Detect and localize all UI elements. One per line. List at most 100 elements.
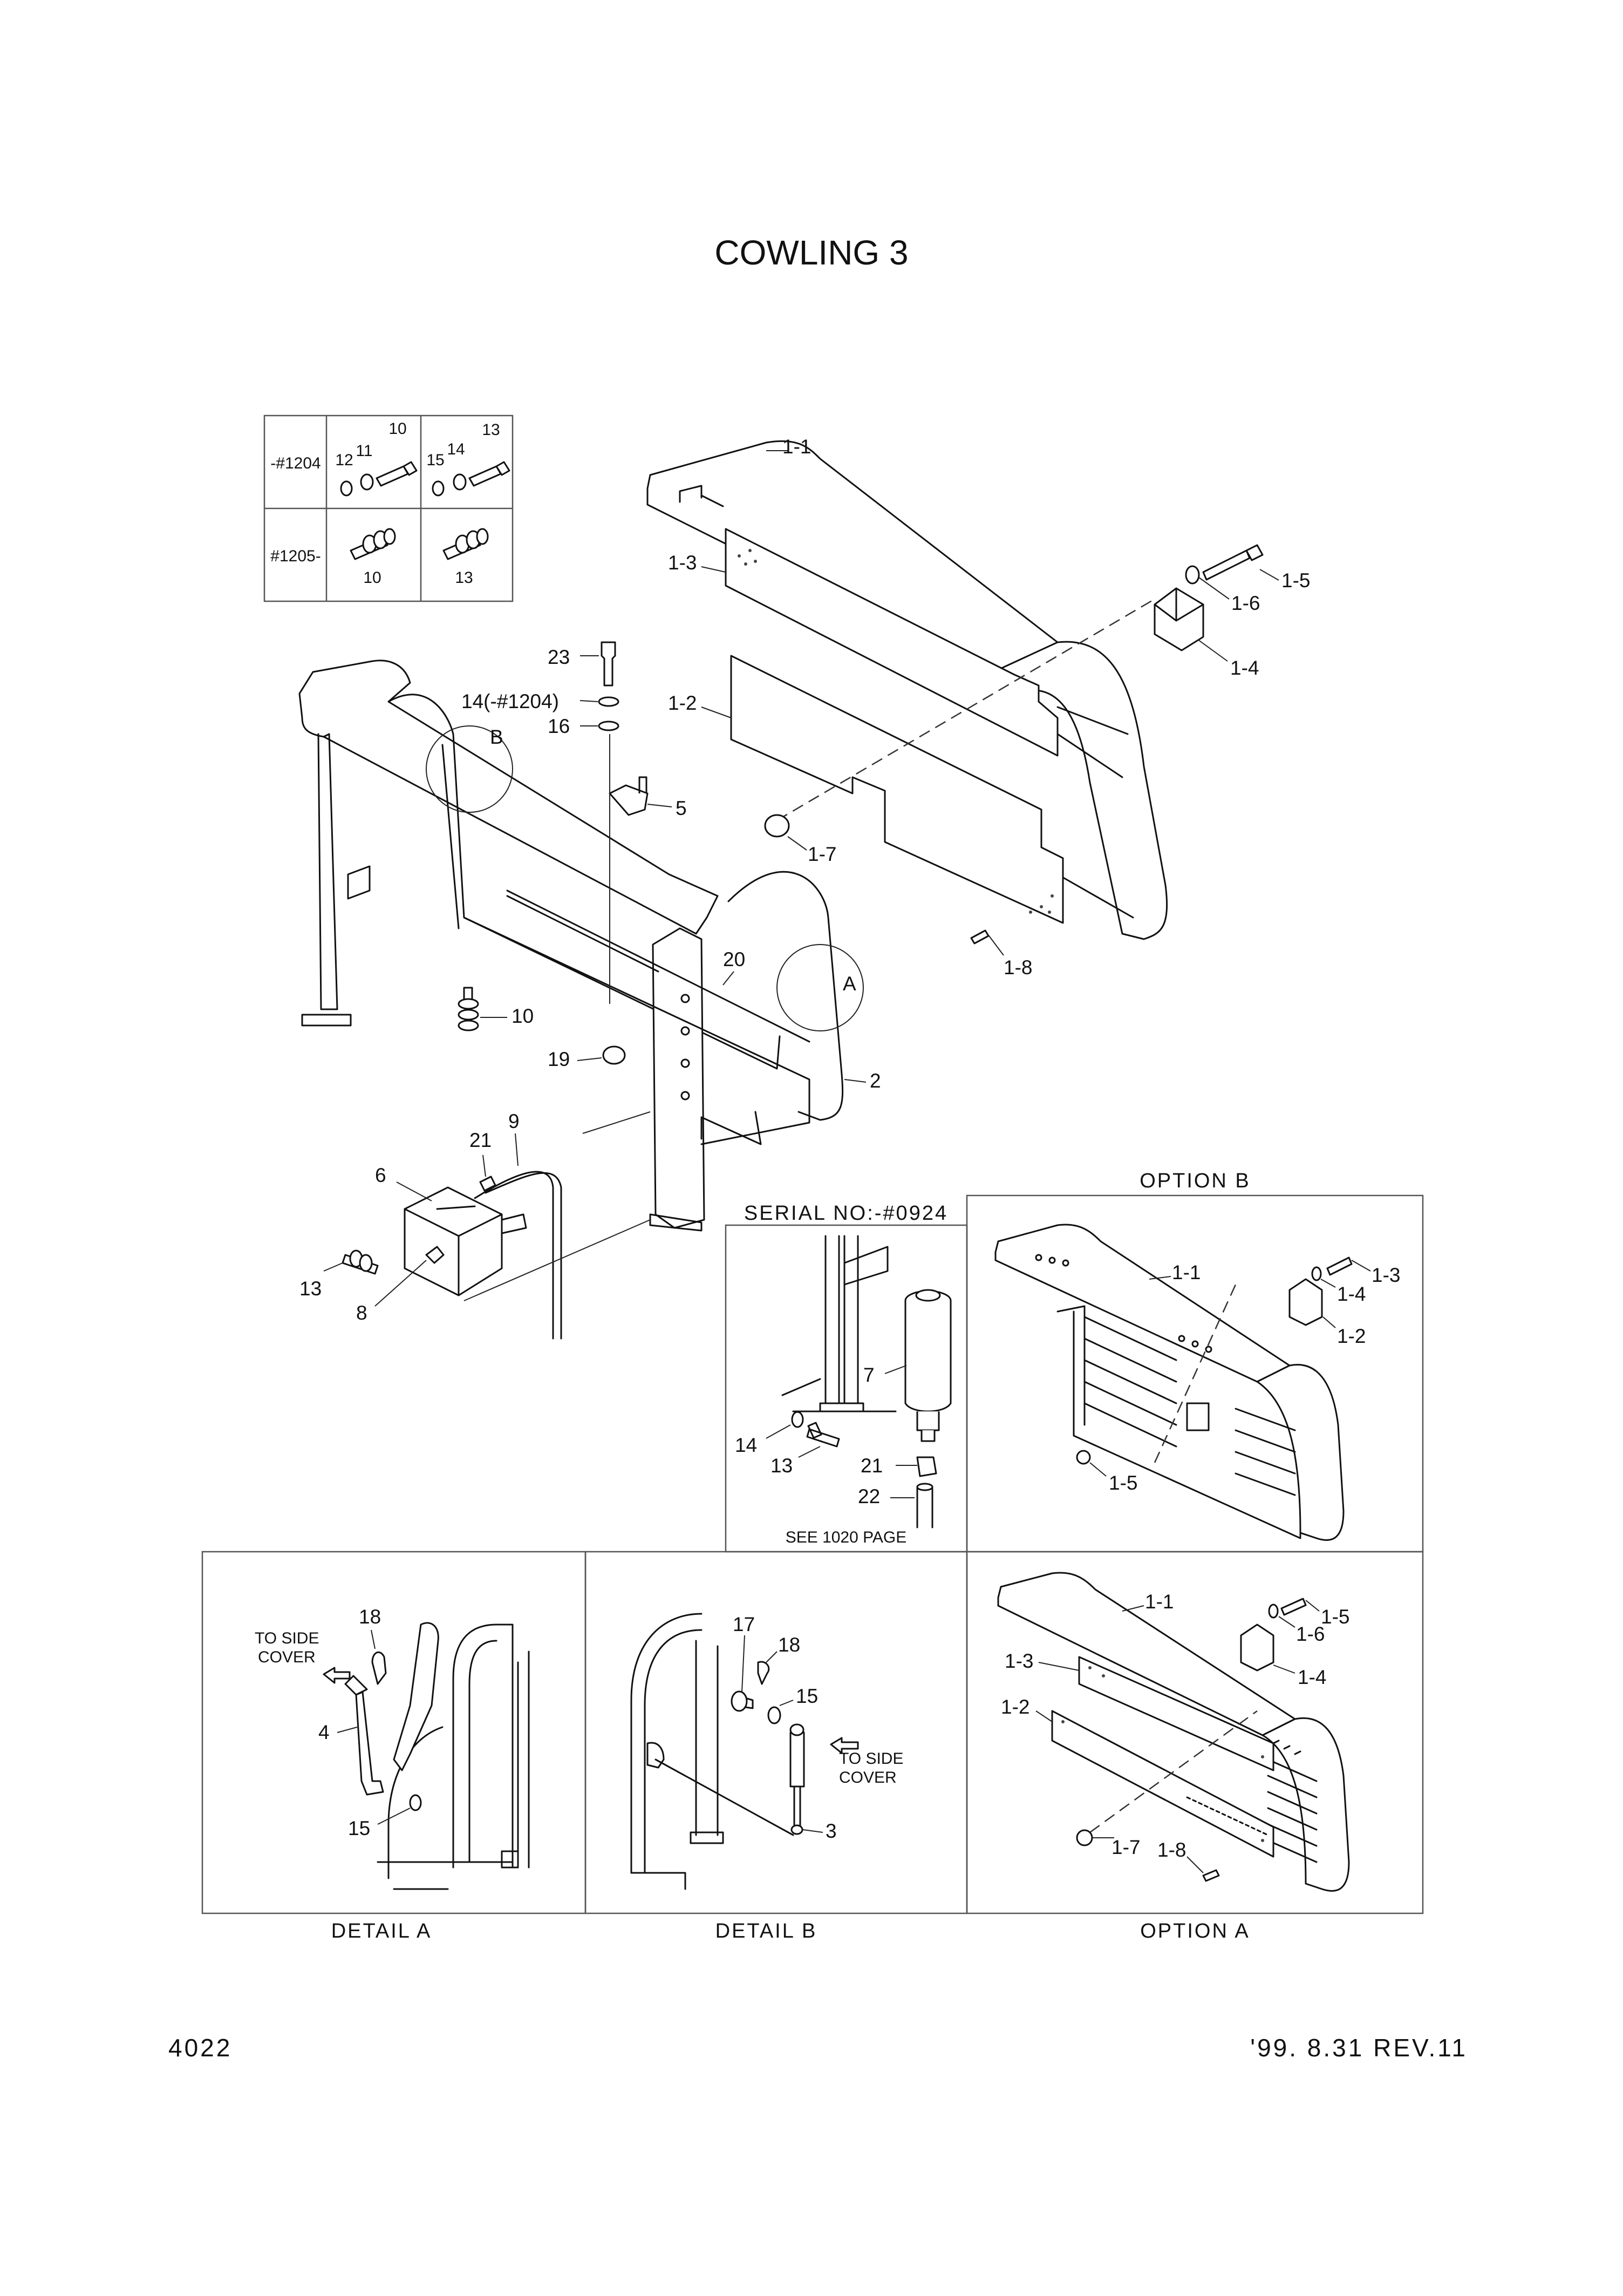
hose-icon xyxy=(916,1486,933,1529)
screw-part-1-8 xyxy=(970,929,990,945)
part-callout: 20 xyxy=(723,948,745,970)
part-callout: 18 xyxy=(778,1634,800,1656)
part-callout: 1-8 xyxy=(1004,956,1032,979)
part-callout: 15 xyxy=(426,451,444,469)
part-callout: 11 xyxy=(356,442,372,460)
part-callout: 15 xyxy=(348,1817,370,1839)
detail-b-panel xyxy=(584,1551,968,1914)
part-callout: 13 xyxy=(482,421,500,439)
option-a-drawing: 1-1 1-5 1-6 1-3 1-4 1-2 1-7 1-8 xyxy=(997,1572,1350,1892)
part-callout: 1-3 xyxy=(1372,1264,1400,1286)
detail-b-marker xyxy=(426,725,513,813)
part-callout: 1-3 xyxy=(1005,1650,1033,1672)
washer-icon xyxy=(1268,1604,1279,1619)
part-callout: 22 xyxy=(858,1485,880,1507)
page-title: COWLING 3 xyxy=(714,233,908,272)
part-callout: 18 xyxy=(359,1606,381,1628)
part-callout: 1-5 xyxy=(1109,1472,1137,1494)
part-callout: 1-2 xyxy=(668,692,697,714)
part-callout: 1-1 xyxy=(782,436,811,458)
part-callout: 19 xyxy=(548,1048,570,1070)
part-callout: 14(-#1204) xyxy=(461,690,559,712)
bolt-stack-part-10 xyxy=(458,987,479,1031)
part-callout: 9 xyxy=(508,1110,520,1132)
part-callout: 10 xyxy=(512,1005,534,1027)
detail-a-drawing: TO SIDE COVER 18 4 15 xyxy=(255,1606,530,1890)
part-callout: 10 xyxy=(388,420,406,438)
part-callout: 15 xyxy=(796,1685,818,1707)
washer-part-14 xyxy=(598,696,619,707)
washer-icon xyxy=(791,1411,804,1428)
bolt-icon xyxy=(806,1422,840,1448)
part-callout: 1-5 xyxy=(1281,569,1310,592)
hose-part-9 xyxy=(474,1171,562,1340)
part-callout: 21 xyxy=(469,1129,492,1151)
reference-note: SEE 1020 PAGE xyxy=(786,1529,907,1546)
part-callout: 1-7 xyxy=(1111,1836,1140,1858)
part-callout: 14 xyxy=(735,1434,757,1456)
bolt-icon xyxy=(1280,1598,1307,1616)
part-callout: 1-4 xyxy=(1230,657,1259,679)
part-callout: 12 xyxy=(335,451,353,469)
part-callout: 1-2 xyxy=(1337,1325,1366,1347)
screw-icon xyxy=(1202,1869,1220,1882)
nut-part-1-7 xyxy=(764,814,790,838)
nut-icon xyxy=(1076,1450,1091,1465)
part-callout: 1-5 xyxy=(1321,1606,1349,1628)
option-b-panel: OPTION B 1-1 1-3 1-4 1-2 1-5 xyxy=(966,1170,1424,1553)
top-cowling-part-1-1 xyxy=(646,440,1168,940)
clamp-icon xyxy=(916,1456,937,1477)
bolt-assembly-icon xyxy=(442,528,489,560)
part-callout: 1-6 xyxy=(1296,1623,1325,1645)
washer-icon xyxy=(360,473,374,491)
part-callout: 6 xyxy=(375,1164,386,1186)
page-number: 4022 xyxy=(168,2034,232,2062)
cowling-frame xyxy=(298,660,864,1232)
nut-icon xyxy=(1076,1829,1093,1846)
note-text: TO SIDE xyxy=(255,1629,319,1647)
part-callout: 1-1 xyxy=(1172,1261,1201,1283)
detail-marker-label: B xyxy=(490,726,503,748)
serial-inset-table: -#1204 #1205- 12 11 10 15 14 13 10 13 xyxy=(263,415,514,602)
part-callout: 1-2 xyxy=(1001,1696,1029,1718)
part-callout: 7 xyxy=(863,1364,875,1386)
gas-spring-part-3 xyxy=(789,1731,805,1828)
panel-title: SERIAL NO:-#0924 xyxy=(744,1202,948,1225)
part-callout: 3 xyxy=(826,1820,837,1842)
part-callout: 23 xyxy=(548,646,570,668)
detail-a-marker xyxy=(776,944,864,1031)
note-text: COVER xyxy=(258,1648,316,1666)
part-callout: 21 xyxy=(861,1455,883,1477)
bolt-assembly-icon xyxy=(350,528,396,560)
serial-no-panel: SERIAL NO:-#0924 7 14 13 21 22 SEE 1020 … xyxy=(725,1202,968,1553)
bracket-icon xyxy=(1288,1278,1323,1326)
washer-icon xyxy=(340,480,353,497)
washer-part-1-6 xyxy=(1185,565,1200,585)
washer-icon xyxy=(453,473,467,491)
bracket-part-1-4 xyxy=(1154,587,1204,651)
part-callout: 13 xyxy=(299,1278,322,1300)
bracket-icon xyxy=(1240,1623,1274,1672)
revision-date: '99. 8.31 REV.11 xyxy=(1250,2034,1468,2062)
part-callout: 1-4 xyxy=(1337,1283,1366,1305)
insulation-panel-1-3 xyxy=(725,528,1059,757)
part-callout: 1-8 xyxy=(1157,1839,1186,1861)
note-text: COVER xyxy=(839,1769,897,1786)
bolt-icon xyxy=(376,461,418,487)
option-a-panel xyxy=(966,1551,1424,1914)
bolt-icon xyxy=(468,461,510,487)
part-callout: 2 xyxy=(870,1070,881,1092)
panel-caption: DETAIL A xyxy=(331,1920,432,1942)
bolt-part-23 xyxy=(601,641,616,687)
detail-marker-label: A xyxy=(843,973,856,995)
part-callout: 17 xyxy=(733,1613,755,1635)
rod-part-4 xyxy=(355,1691,384,1796)
part-callout: 4 xyxy=(318,1721,330,1743)
part-callout: 1-4 xyxy=(1298,1666,1326,1688)
bracket-part-5 xyxy=(609,776,649,816)
part-callout: 16 xyxy=(548,715,570,737)
part-callout: 8 xyxy=(356,1302,367,1324)
bolt-icon xyxy=(1326,1256,1353,1276)
washer-icon xyxy=(432,480,445,497)
